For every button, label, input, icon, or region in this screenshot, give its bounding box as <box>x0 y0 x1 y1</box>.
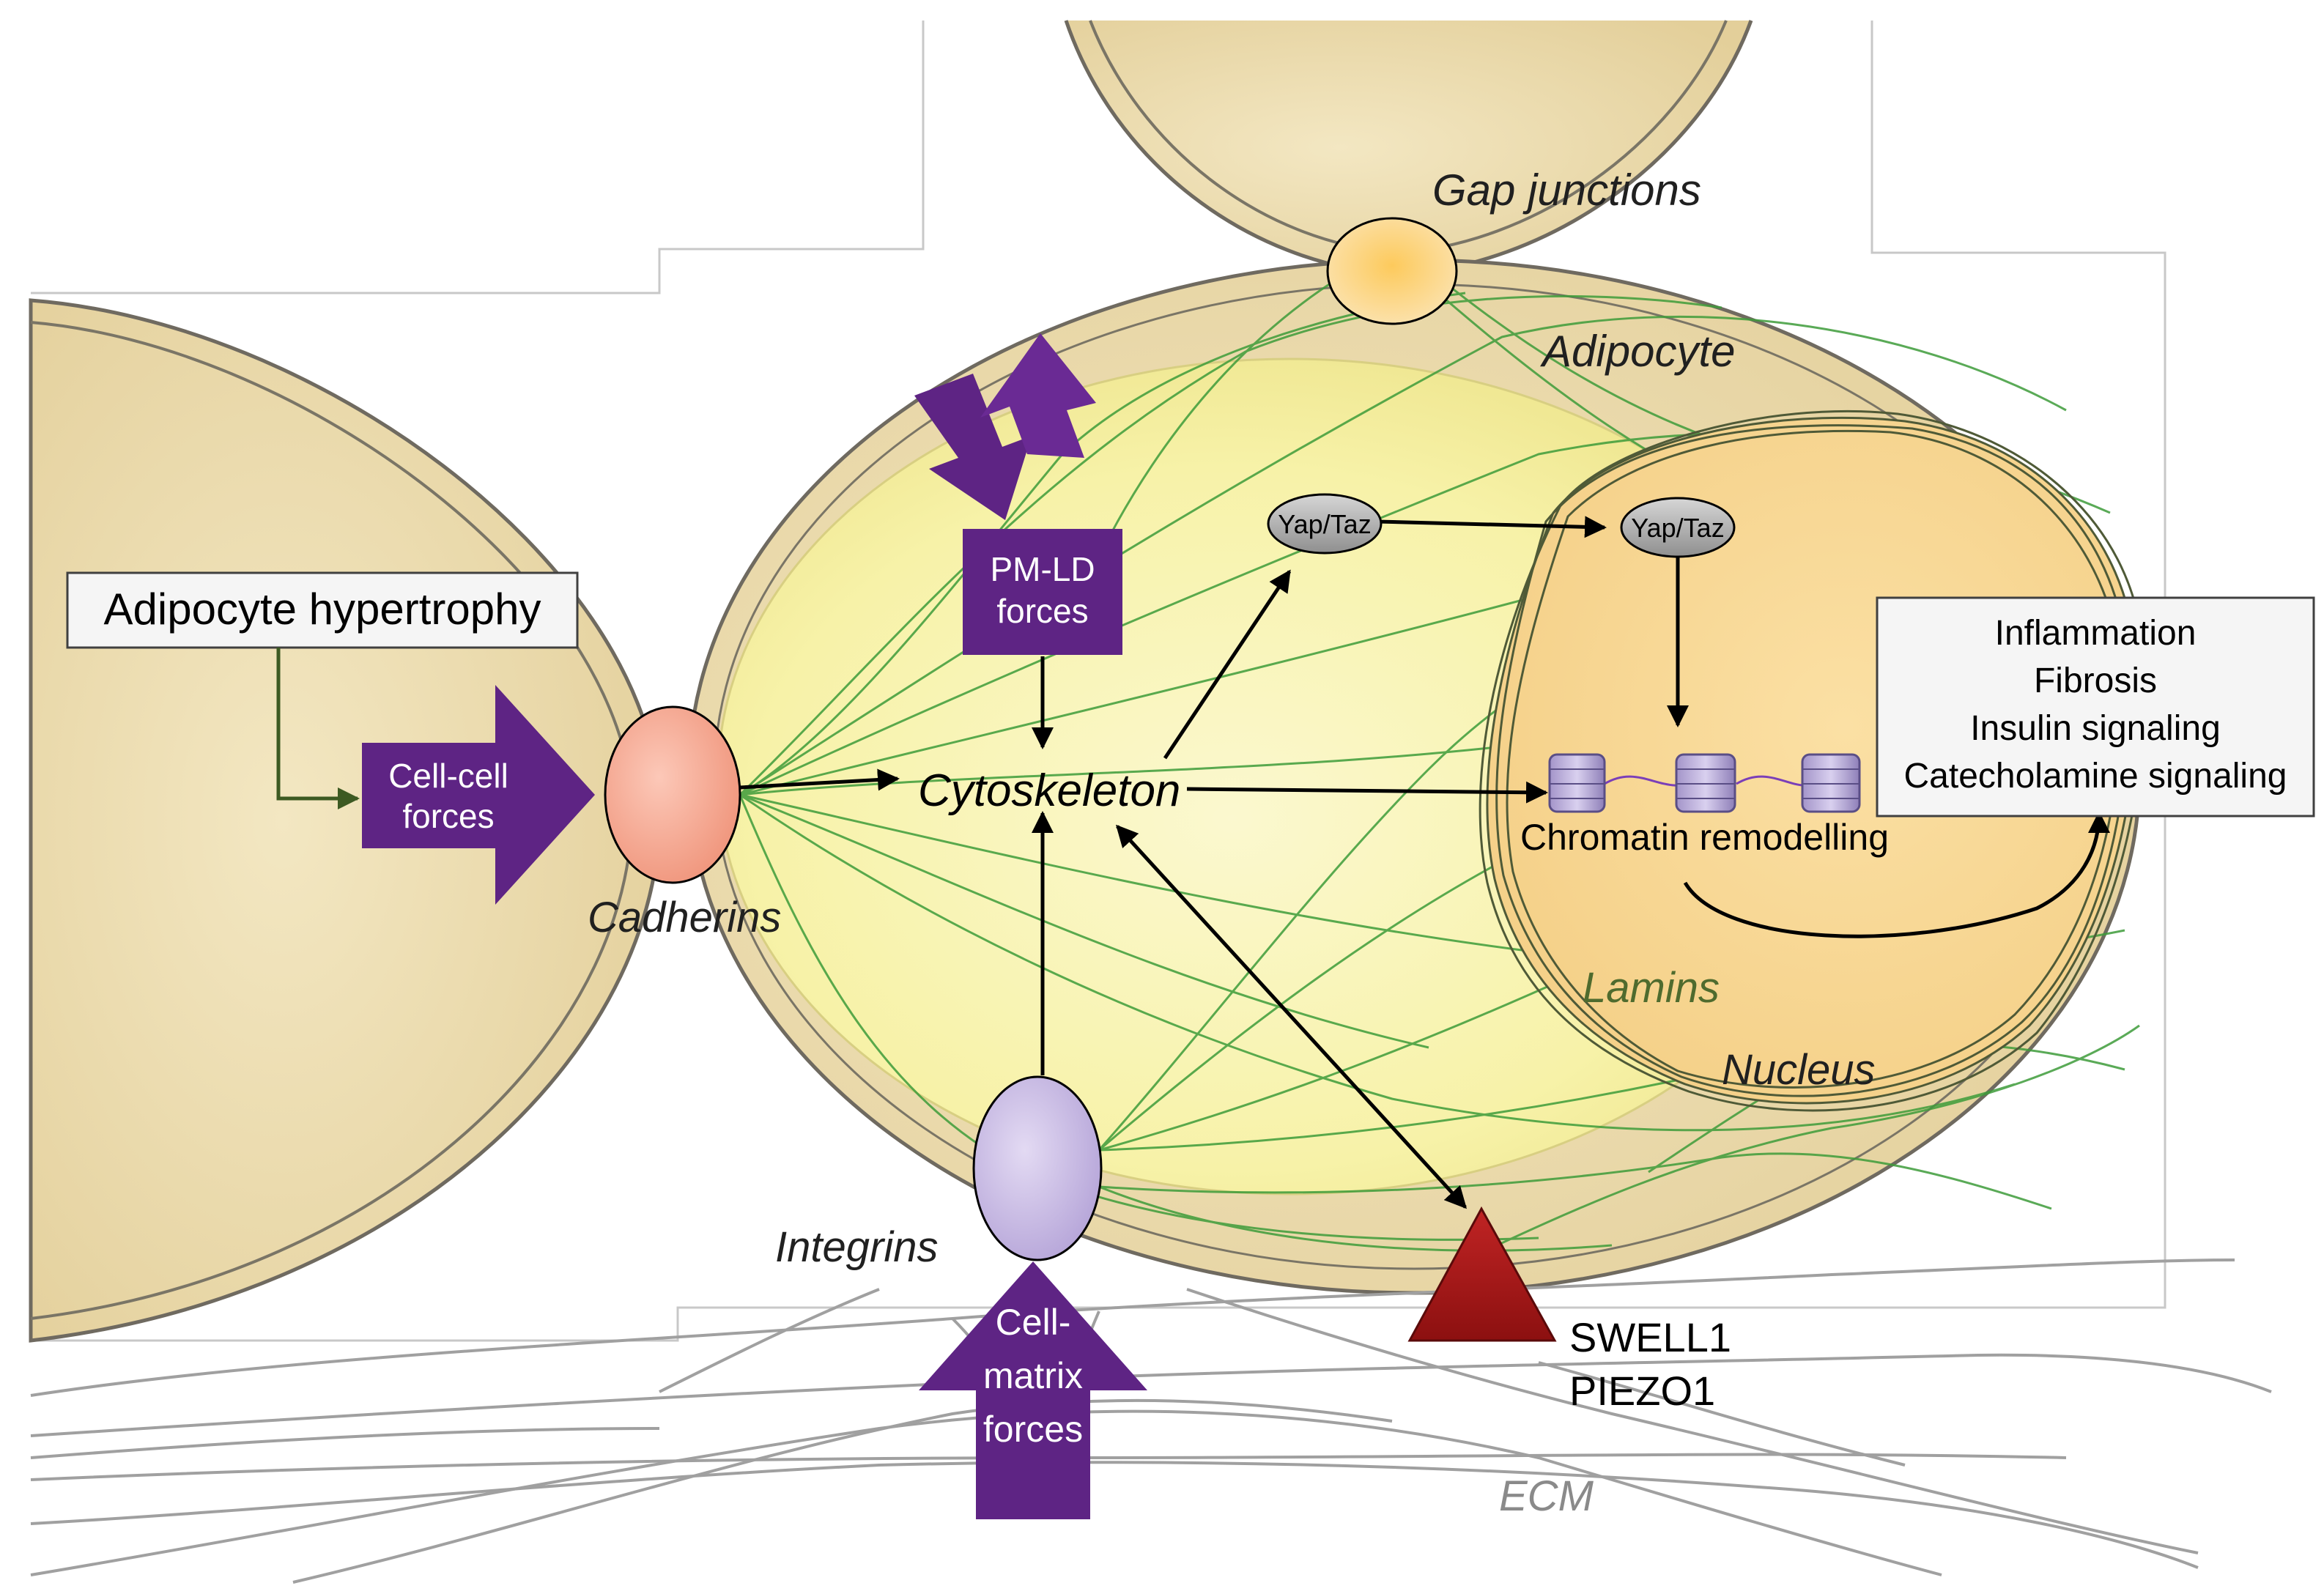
chromatin-remodelling-label: Chromatin remodelling <box>1520 817 1889 858</box>
pm-ld-forces-label-line1: PM-LD <box>990 550 1095 588</box>
gap-junction <box>1326 217 1458 325</box>
adipocyte-hypertrophy-label: Adipocyte hypertrophy <box>103 585 541 634</box>
outcome-inflammation: Inflammation <box>1995 614 2197 653</box>
arrow-cytoskeleton-to-yaptaz <box>1163 569 1292 760</box>
pm-ld-arrow-out <box>980 333 1096 458</box>
ecm-label: ECM <box>1499 1472 1594 1520</box>
cell-matrix-forces-label-line1: Cell- <box>996 1302 1071 1343</box>
cytoskeleton-label: Cytoskeleton <box>918 766 1180 816</box>
cell-cell-forces-label-line1: Cell-cell <box>388 757 508 795</box>
outcomes-box <box>1876 596 2315 818</box>
arrow-cadherin-to-cytoskeleton <box>739 768 900 791</box>
arrow-chromatin-to-outcomes <box>1683 811 2110 938</box>
nuclear-lamina <box>1479 409 2145 1112</box>
yap-taz-nuclear-label: Yap/Taz <box>1631 513 1724 543</box>
yap-taz-nuclear <box>1620 497 1736 558</box>
ecm-fibers <box>30 1258 2272 1584</box>
yap-taz-cytoplasmic-label: Yap/Taz <box>1278 509 1371 539</box>
adipocyte-hypertrophy-box <box>66 571 579 649</box>
chromatin-nucleosomes <box>1548 753 1861 813</box>
lamins-label: Lamins <box>1583 964 1720 1012</box>
swell1-label: SWELL1 <box>1569 1314 1731 1360</box>
gap-junctions-label: Gap junctions <box>1432 166 1701 215</box>
adipocyte-label: Adipocyte <box>1540 327 1736 376</box>
cadherin-junction <box>604 705 741 884</box>
integrins-label: Integrins <box>775 1223 938 1271</box>
signaling-arrows <box>739 516 2110 1209</box>
cell-matrix-forces-label-line2: matrix <box>983 1355 1083 1396</box>
outcome-catecholamine-signaling: Catecholamine signaling <box>1904 757 2287 796</box>
yap-taz-cytoplasmic <box>1267 493 1383 555</box>
outcome-insulin-signaling: Insulin signaling <box>1970 709 2221 748</box>
nucleus-label: Nucleus <box>1722 1046 1876 1094</box>
cell-cell-forces-arrow <box>362 685 595 905</box>
panel-outline-left <box>31 21 925 294</box>
outcome-fibrosis: Fibrosis <box>2034 661 2157 700</box>
nucleosome-3 <box>1801 753 1861 813</box>
arrow-yaptaz-to-nucleus <box>1377 516 1607 538</box>
cadherins-label: Cadherins <box>588 894 781 941</box>
cell-matrix-forces-label-line3: forces <box>983 1409 1083 1450</box>
arrow-cytoskeleton-to-chromatin <box>1186 781 1548 804</box>
swell1-piezo1-channel <box>1407 1206 1557 1342</box>
nucleosome-2 <box>1675 753 1736 813</box>
arrow-cytoskeleton-swell1 <box>1115 824 1468 1209</box>
piezo1-label: PIEZO1 <box>1569 1368 1715 1414</box>
cell-matrix-forces-arrow <box>919 1261 1147 1519</box>
integrin <box>972 1075 1103 1261</box>
hypertrophy-connector <box>276 648 360 809</box>
pm-ld-forces-label-line2: forces <box>996 592 1088 630</box>
pm-ld-arrow-in <box>914 374 1032 520</box>
nucleosome-1 <box>1548 753 1606 813</box>
pm-ld-forces-box <box>963 529 1122 655</box>
panel-outline-right <box>31 21 2166 1342</box>
cell-cell-forces-label-line2: forces <box>402 797 494 835</box>
